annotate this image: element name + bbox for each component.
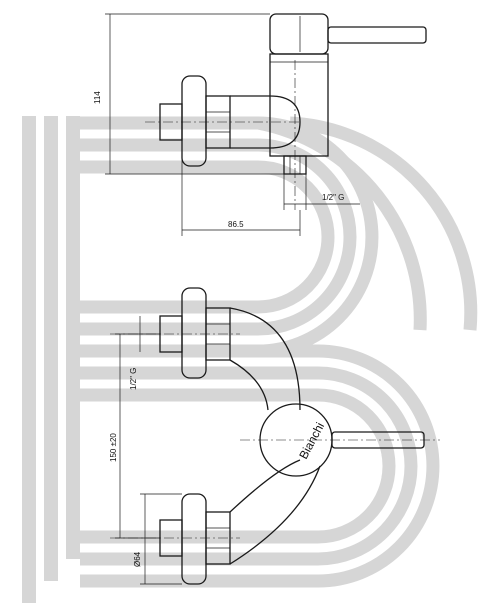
connector-arm xyxy=(230,95,301,149)
top-view xyxy=(145,13,427,210)
lever-handle xyxy=(327,26,427,44)
dimension-thread-top: 1/2" G xyxy=(322,193,344,202)
brand-label: Bianchi xyxy=(296,420,327,461)
dimension-spacing: 150 ±20 xyxy=(109,433,118,462)
front-lever xyxy=(331,431,425,449)
top-dimensions: 114 1/2" G 86.5 xyxy=(93,13,360,236)
front-dimensions: 1/2" G 150 ±20 Ø64 xyxy=(109,316,182,585)
dimension-diameter: Ø64 xyxy=(133,551,142,567)
dimension-thread-side: 1/2" G xyxy=(129,368,138,390)
mixer-body xyxy=(229,307,321,565)
watermark-logo xyxy=(22,116,478,603)
dimension-height-top: 114 xyxy=(93,91,102,104)
lever-housing xyxy=(269,13,329,55)
dimension-depth: 86.5 xyxy=(228,220,244,229)
